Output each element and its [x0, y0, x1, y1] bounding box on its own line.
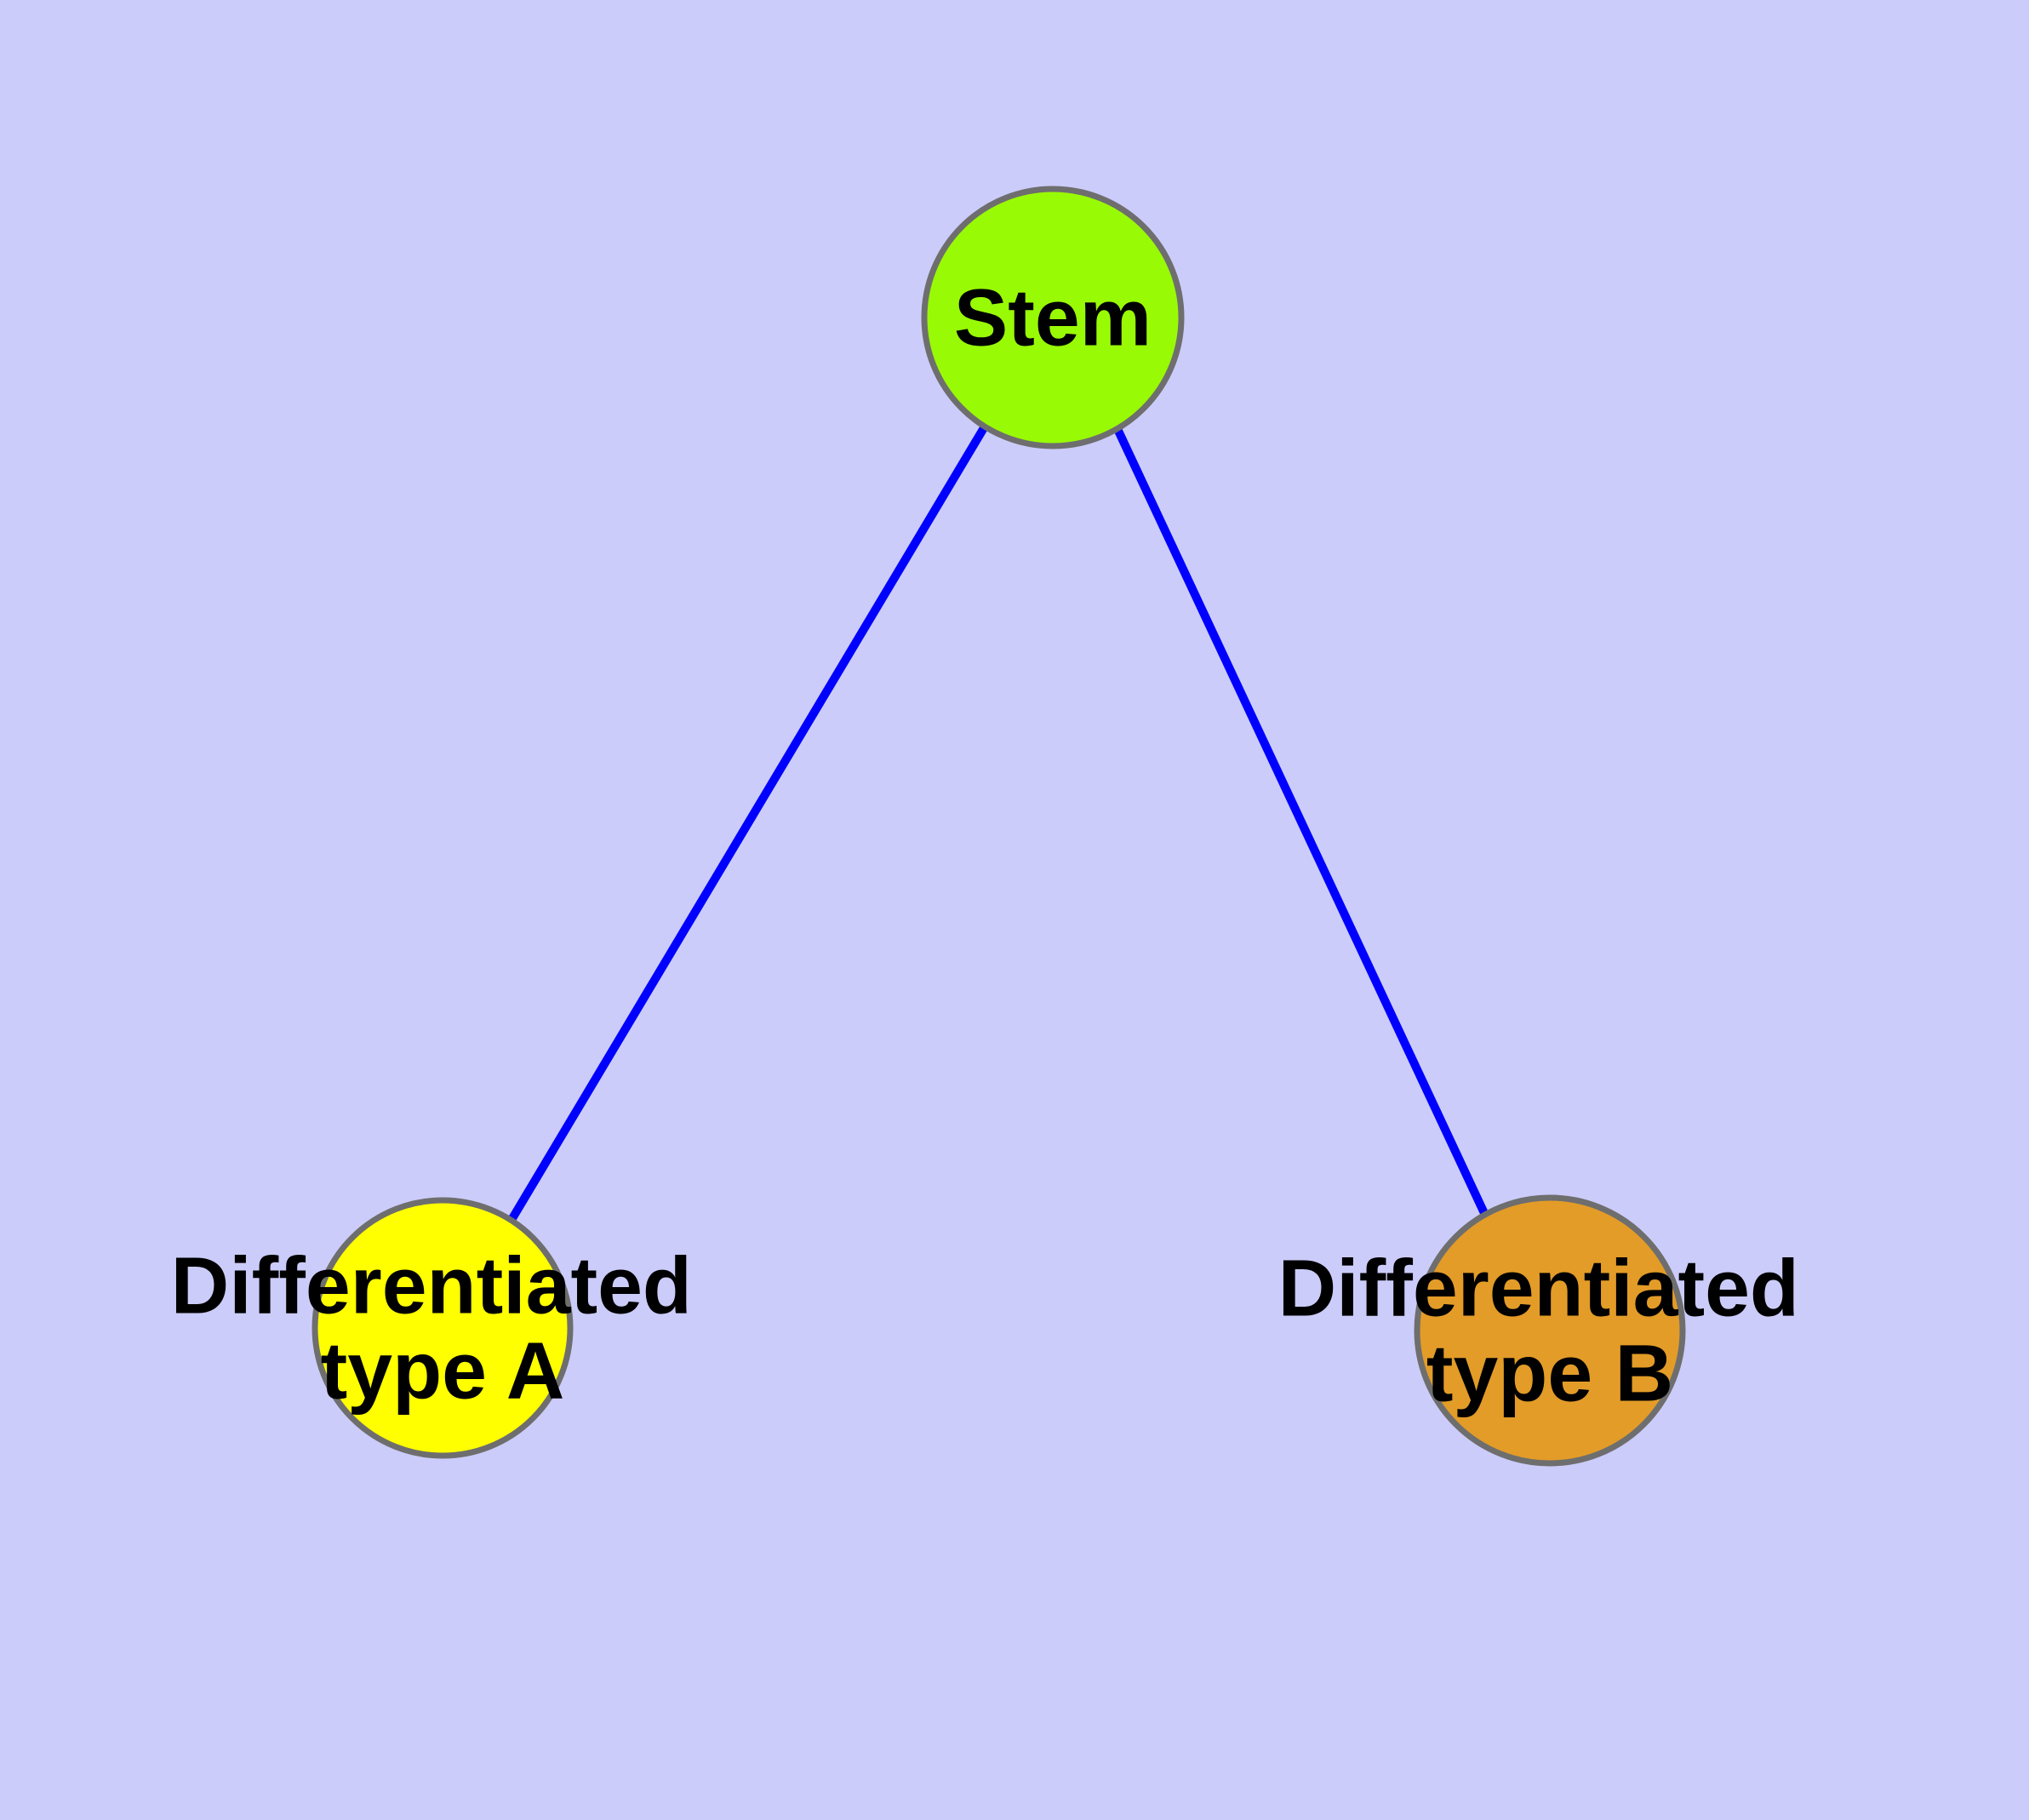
node-differentiated-b-label-line-2: type B: [1426, 1328, 1673, 1418]
node-differentiated-a-label-line-2: type A: [321, 1325, 565, 1416]
node-differentiated-a-label-line-1: Differentiated: [171, 1240, 692, 1331]
node-differentiated-a-circle[interactable]: [311, 1197, 574, 1459]
node-stem-circle[interactable]: [921, 186, 1185, 449]
node-stem[interactable]: [921, 186, 1185, 449]
node-differentiated-b-label-line-1: Differentiated: [1278, 1243, 1799, 1333]
node-differentiated-type-a[interactable]: [311, 1197, 574, 1459]
edge-stem-to-differentiated-b[interactable]: [1114, 428, 1494, 1227]
node-differentiated-b-label: Differentiated type B: [1278, 1243, 1822, 1418]
node-differentiated-type-b[interactable]: [1414, 1194, 1686, 1467]
edge-stem-to-differentiated-a[interactable]: [507, 424, 989, 1222]
node-stem-label-line-1: Stem: [954, 272, 1152, 363]
node-differentiated-a-label: Differentiated type A: [171, 1240, 715, 1416]
node-differentiated-b-circle[interactable]: [1414, 1194, 1686, 1467]
edges-group: [507, 424, 1494, 1227]
node-stem-label: Stem: [954, 272, 1152, 363]
nodes-group: [311, 186, 1686, 1467]
labels-group: Stem Differentiated type A Differentiate…: [171, 272, 1822, 1418]
